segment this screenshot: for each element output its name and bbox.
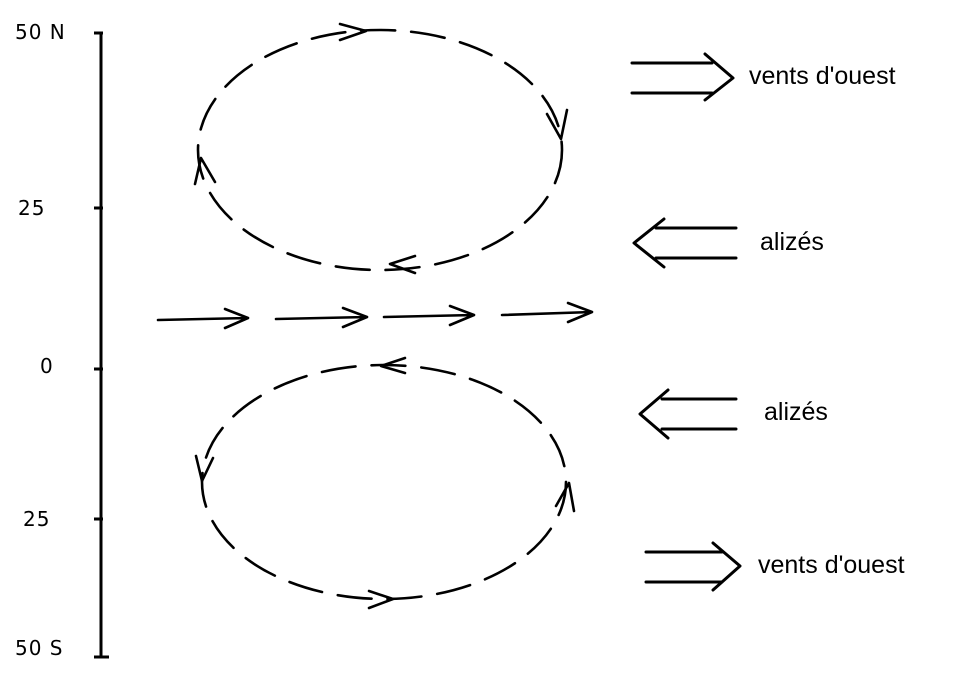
- south-cell-arrow-right: [554, 481, 576, 513]
- south-cell-arrow-left: [194, 454, 215, 483]
- north-cell-arrow-top: [338, 22, 368, 42]
- double-arrow-west-icon: [632, 217, 738, 269]
- equatorial-arrow-4: [500, 301, 594, 324]
- equatorial-flow: [156, 301, 594, 330]
- wind-trades-south: alizés: [638, 388, 828, 440]
- south-cell-arrow-top: [379, 356, 407, 375]
- north-cell-arrow-bottom: [388, 254, 417, 275]
- south-cell-loop: [200, 363, 568, 601]
- latitude-axis: 50 N 25 0 25 50 S: [15, 20, 109, 660]
- lat-label-50n: 50 N: [15, 20, 66, 44]
- wind-label: alizés: [760, 228, 824, 256]
- south-cell-arrow-bottom: [367, 589, 395, 610]
- wind-label: alizés: [764, 398, 828, 426]
- double-arrow-east-icon: [630, 52, 735, 102]
- wind-trades-north: alizés: [632, 217, 824, 269]
- double-arrow-east-icon: [644, 541, 742, 592]
- wind-westerlies-north: vents d'ouest: [630, 52, 896, 102]
- north-cell-arrow-right: [545, 108, 569, 141]
- wind-label: vents d'ouest: [749, 62, 896, 90]
- wind-westerlies-south: vents d'ouest: [644, 541, 905, 592]
- north-cell-loop: [196, 28, 564, 272]
- equatorial-arrow-1: [156, 307, 250, 330]
- lat-label-50s: 50 S: [15, 636, 64, 660]
- lat-label-0: 0: [40, 354, 54, 378]
- lat-label-25s: 25: [23, 507, 50, 531]
- north-cell-arrow-left: [193, 156, 217, 186]
- north-circulation-cell: [193, 22, 569, 275]
- double-arrow-west-icon: [638, 388, 738, 440]
- south-circulation-cell: [194, 356, 576, 610]
- lat-label-25n: 25: [18, 196, 45, 220]
- wind-label: vents d'ouest: [758, 551, 905, 579]
- equatorial-arrow-2: [274, 306, 369, 329]
- equatorial-arrow-3: [382, 304, 476, 327]
